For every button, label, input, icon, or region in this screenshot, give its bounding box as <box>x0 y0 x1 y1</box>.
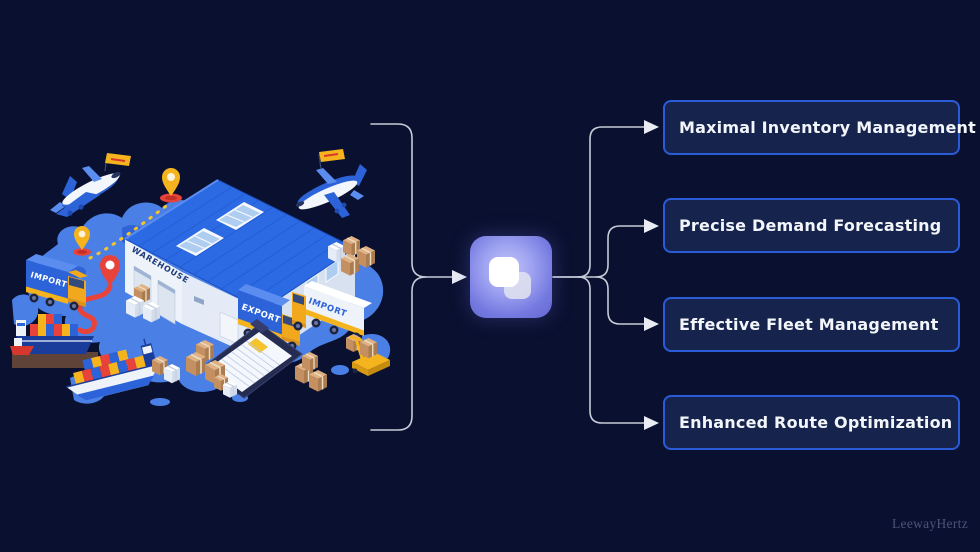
pin-yellow-top <box>160 168 182 203</box>
route-squiggle <box>77 283 113 335</box>
cargo-ship <box>66 338 160 401</box>
arrowhead-3 <box>644 317 659 331</box>
skylight <box>216 202 264 230</box>
outcome-node-1: Maximal Inventory Management <box>663 100 976 155</box>
truck-import-right: IMPORT <box>292 281 372 342</box>
pin-red <box>100 255 120 286</box>
brand-watermark: LeewayHertz <box>891 516 968 531</box>
arrowhead-2 <box>644 219 659 233</box>
outcome-label: Effective Fleet Management <box>679 315 939 334</box>
small-boat <box>10 338 34 355</box>
truck-export: EXPORT <box>238 284 300 351</box>
arrowhead-4 <box>644 416 659 430</box>
branch-4 <box>577 276 645 424</box>
arrowhead-hub <box>452 270 467 284</box>
outcome-label: Maximal Inventory Management <box>679 118 976 137</box>
airplane-left <box>50 153 131 217</box>
cargo-ship-dock <box>12 314 98 368</box>
route-dashes <box>88 204 168 260</box>
outcome-label: Precise Demand Forecasting <box>679 216 942 235</box>
outcome-label: Enhanced Route Optimization <box>679 413 953 432</box>
arrowhead-1 <box>644 120 659 134</box>
branch-1 <box>552 126 645 278</box>
skylight <box>176 228 224 256</box>
branch-2 <box>552 225 645 278</box>
truck-import-left: IMPORT <box>26 254 88 311</box>
pin-yellow-left <box>73 226 91 256</box>
airplane-right <box>295 149 367 218</box>
outcome-node-3: Effective Fleet Management <box>663 297 960 352</box>
branch-3 <box>595 276 645 325</box>
outcome-node-2: Precise Demand Forecasting <box>663 198 960 253</box>
hub-node <box>470 236 552 318</box>
copy-icon <box>489 257 519 287</box>
logistics-illustration: WAREHOUSE <box>10 149 391 406</box>
outcome-node-4: Enhanced Route Optimization <box>663 395 960 450</box>
